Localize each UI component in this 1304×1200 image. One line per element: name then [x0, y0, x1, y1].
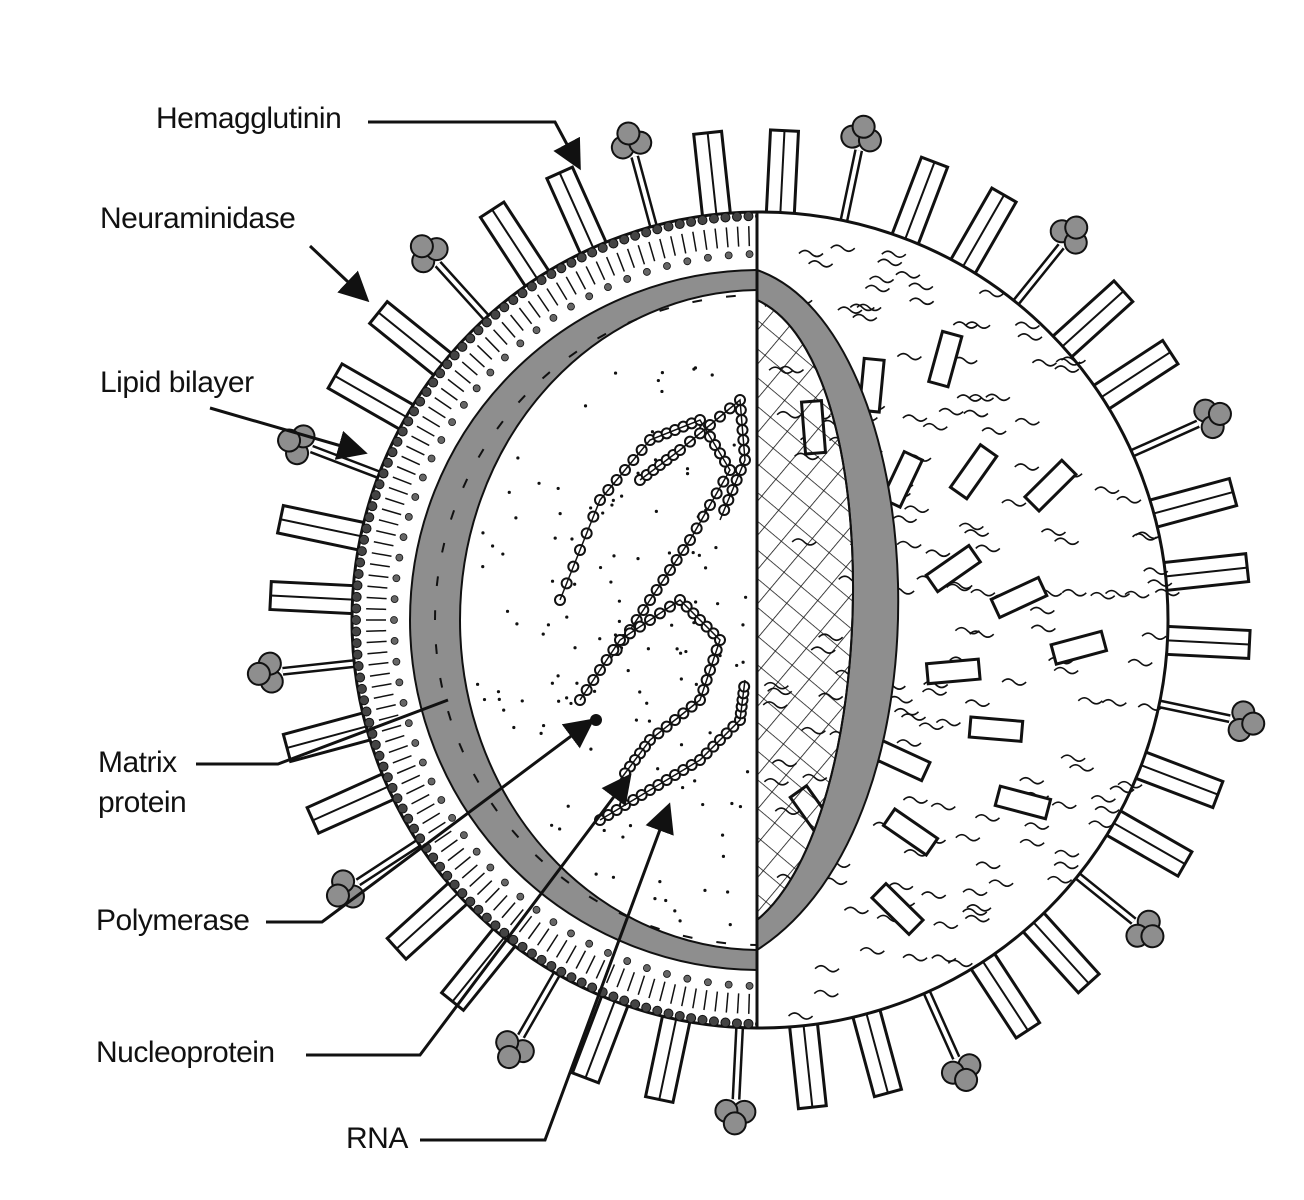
hemagglutinin-spike [694, 131, 732, 225]
neuraminidase-spike [246, 643, 367, 695]
hemagglutinin-spike [766, 130, 799, 223]
embedded-hemagglutinin [926, 659, 980, 684]
label-hemagglutinin: Hemagglutinin [156, 102, 341, 135]
polymerase-dot [590, 714, 602, 726]
label-matrix-line1: Matrix [98, 746, 177, 779]
label-polymerase: Polymerase [96, 904, 249, 937]
neuraminidase-spike [822, 112, 885, 235]
neuraminidase-spike [1145, 682, 1268, 745]
hemagglutinin-spike [1157, 626, 1250, 659]
leader-neuraminidase [310, 246, 365, 298]
label-rna: RNA [346, 1122, 408, 1155]
hemagglutinin-spike [789, 1014, 827, 1108]
label-lipid-bilayer: Lipid bilayer [100, 366, 254, 399]
embedded-hemagglutinin [969, 717, 1022, 741]
hemagglutinin-spike [270, 582, 363, 615]
label-neuraminidase: Neuraminidase [100, 202, 295, 235]
leader-hemagglutinin [368, 122, 578, 165]
label-matrix-line2: protein [98, 786, 186, 819]
label-nucleoprotein: Nucleoprotein [96, 1036, 275, 1069]
neuraminidase-spike [714, 1017, 760, 1136]
